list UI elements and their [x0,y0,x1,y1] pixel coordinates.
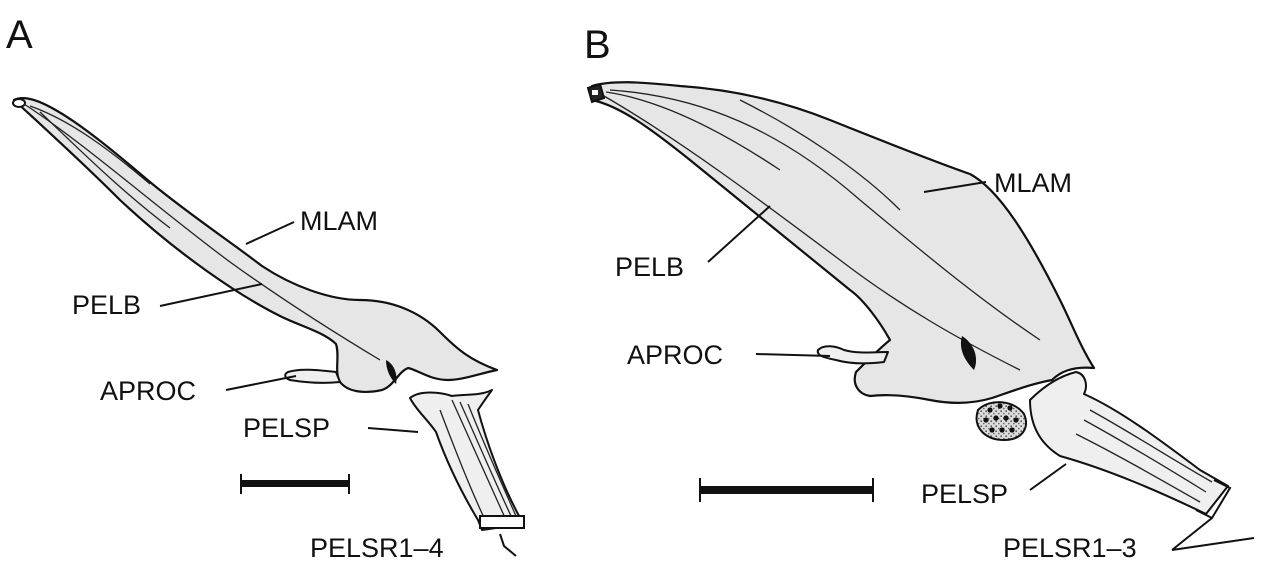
label-pelb-a: PELB [72,290,141,320]
scale-bar-b-fill [700,486,873,494]
leader-pelsp-b [1030,464,1066,490]
panel-b: B [584,23,1254,563]
scale-bar-b [700,478,873,502]
anterior-process-b [818,346,888,363]
panel-a: A MLAM PELB [6,13,524,563]
bone-tip-b-hole [592,90,598,95]
bone-tip-a [13,99,25,107]
pelvic-spine-b [1030,372,1228,514]
leader-pelsr-a [500,534,516,556]
pelvic-spine-a [410,390,524,530]
label-aproc-b: APROC [627,340,723,370]
label-pelsp-b: PELSP [921,479,1008,509]
panel-a-letter: A [6,13,33,57]
label-aproc-a: APROC [100,376,196,406]
label-pelsr-a: PELSR1–4 [310,533,444,563]
bone-body-a [14,98,497,392]
label-pelb-b: PELB [615,252,684,282]
label-mlam-a: MLAM [300,206,378,236]
pelvic-bone-b [588,82,1230,518]
leader-pelsp-a [368,428,418,432]
leader-mlam-a [246,222,294,244]
panel-b-letter: B [584,23,611,67]
label-pelsp-a: PELSP [243,413,330,443]
leader-pelb-b [708,206,770,262]
leader-pelsr-b [1172,518,1254,550]
label-mlam-b: MLAM [994,168,1072,198]
scale-bar-a [241,474,349,494]
labels-a: MLAM PELB APROC PELSP PELSR1–4 [72,206,516,563]
scale-bar-a-fill [241,480,349,487]
label-pelsr-b: PELSR1–3 [1003,533,1137,563]
ray-base-a [480,516,524,528]
leader-aproc-a [226,376,296,390]
